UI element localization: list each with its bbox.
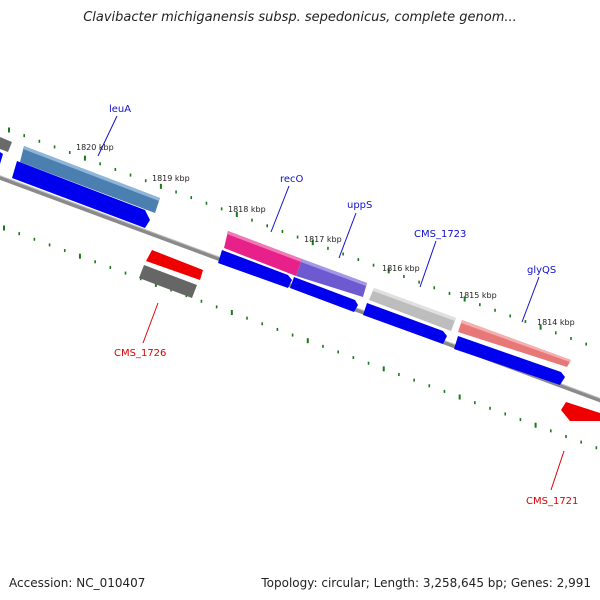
gene-label-glyQS[interactable]: glyQS [527,265,556,276]
label-leaders [97,115,565,491]
cds-plus-uppS[interactable] [290,277,358,312]
feature-CMS_1723[interactable] [369,288,456,331]
scale-label: 1819 kbp [152,174,190,183]
cds-plus-glyQS[interactable] [454,336,565,385]
scale-label: 1818 kbp [228,205,266,214]
scale-labels: 1820 kbp 1819 kbp 1818 kbp 1817 kbp 1816… [76,143,575,327]
tick-marks-outer [8,127,587,346]
feature-CMS_1721[interactable] [561,402,600,421]
feature-leuA[interactable] [20,146,160,213]
cds-plus-recO[interactable] [218,250,292,288]
cds-plus-leuA[interactable] [12,161,150,228]
feature-recO[interactable] [224,231,302,276]
feature-bar-gray-left [0,137,12,152]
feature-tracks [0,137,600,421]
tick-marks-inner [3,225,598,450]
cds-plus-left-partial [0,152,3,164]
gene-label-CMS_1721[interactable]: CMS_1721 [526,496,578,507]
genome-summary: Topology: circular; Length: 3,258,645 bp… [261,576,591,590]
gene-label-uppS[interactable]: uppS [347,200,372,211]
scale-label: 1814 kbp [537,318,575,327]
scale-label: 1817 kbp [304,235,342,244]
map-title: Clavibacter michiganensis subsp. sepedon… [83,10,517,25]
gene-label-CMS_1726[interactable]: CMS_1726 [114,348,166,359]
gene-labels: leuA recO uppS CMS_1723 glyQS CMS_1726 C… [109,104,578,507]
accession-label: Accession: NC_010407 [9,576,146,590]
gene-label-recO[interactable]: recO [280,174,304,185]
gene-label-leuA[interactable]: leuA [109,104,131,115]
scale-label: 1815 kbp [459,291,497,300]
gene-label-CMS_1723[interactable]: CMS_1723 [414,229,466,240]
feature-CMS_1726-red[interactable] [146,250,203,280]
scale-label: 1816 kbp [382,264,420,273]
scale-label: 1820 kbp [76,143,114,152]
feature-uppS[interactable] [296,259,367,297]
feature-CMS_1726[interactable] [139,265,197,298]
cds-plus-CMS_1723[interactable] [363,303,447,344]
